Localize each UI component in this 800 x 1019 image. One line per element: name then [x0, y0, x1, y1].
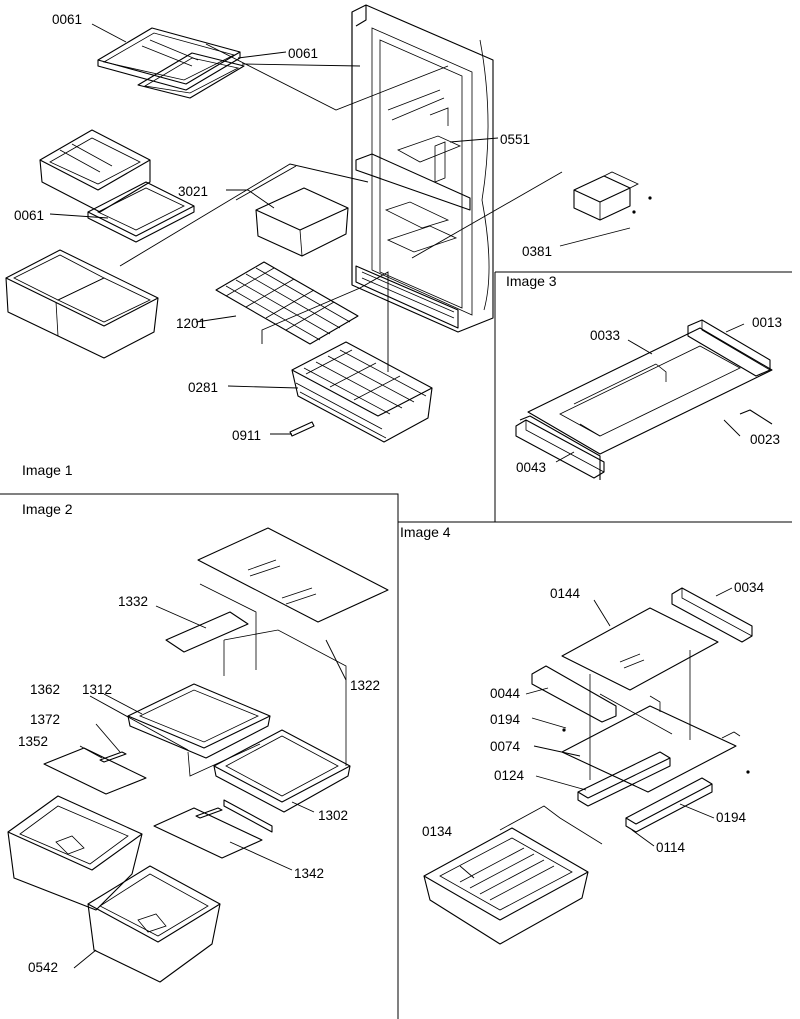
shelf-assembly-0061-top [97, 27, 245, 99]
shelf-frame-1312 [127, 683, 271, 777]
label-1312: 1312 [82, 682, 112, 697]
label-0281: 0281 [188, 380, 218, 395]
label-0124: 0124 [494, 768, 525, 783]
refrigerator-cabinet [351, 4, 494, 333]
label-1362: 1362 [30, 682, 60, 697]
trim-0044 [531, 665, 617, 723]
image-2-panel: Image 2 [7, 501, 389, 983]
crisper-drawers-pair [5, 249, 159, 359]
label-1372: 1372 [30, 712, 60, 727]
image-3-panel: Image 3 0033 0013 0023 0043 [506, 273, 782, 480]
label-0023: 0023 [750, 432, 780, 447]
image-3-title: Image 3 [506, 273, 557, 289]
label-0194-b: 0194 [716, 810, 747, 825]
glass-shelf-0144 [561, 607, 719, 691]
label-0033: 0033 [590, 328, 620, 343]
glass-shelf-1322 [197, 527, 389, 623]
wire-shelf-1201 [215, 261, 359, 345]
image-3-leaders [555, 323, 745, 463]
label-0061-c: 0061 [14, 208, 44, 223]
rail-0124 [577, 751, 671, 807]
shelf-frame-1302 [213, 629, 351, 813]
label-0074: 0074 [490, 739, 521, 754]
image-4-panel: Image 4 [400, 524, 765, 945]
image-4-title: Image 4 [400, 524, 451, 540]
image-2-leaders [73, 605, 347, 969]
shelf-assembly-0061-lower [87, 181, 195, 243]
image-2-title: Image 2 [22, 501, 73, 517]
pan-3021 [255, 187, 349, 257]
label-0061-b: 0061 [288, 46, 318, 61]
label-1332: 1332 [118, 594, 148, 609]
crisper-drawer-0542 [87, 865, 221, 983]
label-0043: 0043 [516, 460, 546, 475]
label-3021: 3021 [178, 184, 208, 199]
shelf-frame-0074 [561, 650, 750, 793]
label-1342: 1342 [294, 866, 324, 881]
label-0911: 0911 [232, 428, 261, 443]
trim-0034 [671, 587, 753, 643]
label-1322: 1322 [350, 678, 380, 693]
label-0551: 0551 [500, 132, 530, 147]
label-0061-a: 0061 [52, 12, 82, 27]
image-1-leaders [49, 23, 631, 435]
crisper-drawer-left [7, 795, 143, 911]
trim-0043 [515, 419, 605, 479]
drawer-cover-1342 [153, 799, 273, 859]
image-1-title: Image 1 [22, 462, 73, 478]
divider-0911 [289, 421, 315, 437]
trim-0013 [687, 319, 771, 377]
label-0114: 0114 [656, 840, 686, 855]
label-0144: 0144 [550, 586, 581, 601]
crisper-drawer-upper [39, 129, 151, 213]
label-1201: 1201 [176, 316, 206, 331]
ice-bin-0381 [573, 171, 652, 221]
shelf-frame-0033 [519, 327, 773, 480]
image-1-panel: Image 1 0061 0061 0061 0551 3021 0381 12… [5, 4, 652, 478]
basket-0281 [291, 341, 433, 443]
label-0194-a: 0194 [490, 712, 521, 727]
label-0134: 0134 [422, 824, 453, 839]
trim-1332 [165, 583, 257, 670]
panel-frames [0, 271, 792, 1019]
label-0044: 0044 [490, 686, 521, 701]
crisper-drawer-0134 [423, 805, 603, 945]
label-0381: 0381 [522, 244, 552, 259]
label-1352: 1352 [18, 734, 48, 749]
label-0034: 0034 [734, 580, 765, 595]
drawer-cover-1372 [43, 747, 147, 795]
label-0013: 0013 [752, 315, 782, 330]
label-1302: 1302 [318, 808, 348, 823]
rail-0114 [625, 777, 713, 833]
image-4-leaders [459, 587, 733, 879]
label-0542: 0542 [28, 960, 58, 975]
